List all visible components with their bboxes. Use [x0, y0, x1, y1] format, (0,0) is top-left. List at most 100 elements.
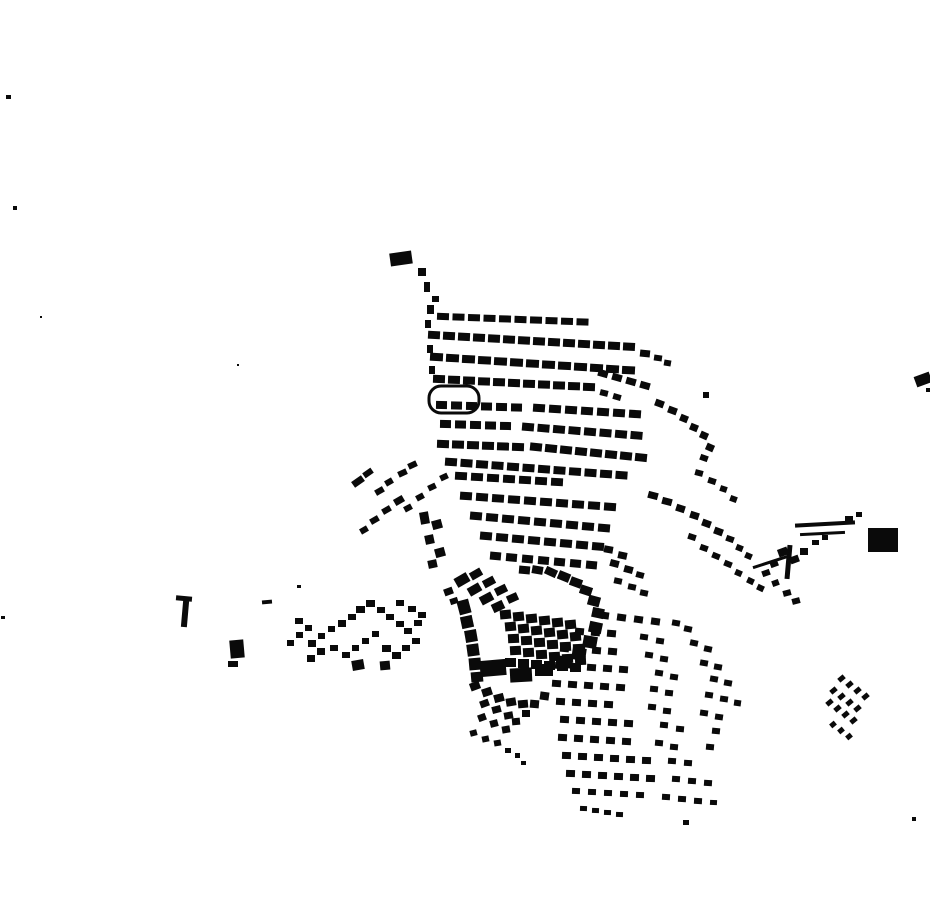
building	[565, 520, 579, 530]
building	[614, 429, 628, 439]
building	[548, 651, 561, 662]
building	[470, 472, 484, 482]
building	[521, 761, 526, 765]
building	[699, 453, 709, 463]
building	[613, 577, 623, 585]
building	[436, 312, 450, 321]
building	[619, 451, 633, 461]
building	[237, 364, 239, 366]
building	[518, 659, 529, 668]
building	[586, 594, 602, 608]
building	[761, 568, 771, 578]
building	[489, 719, 499, 728]
building	[687, 532, 697, 542]
building	[475, 459, 489, 469]
building	[861, 692, 870, 701]
building	[557, 361, 572, 371]
building	[495, 532, 509, 543]
building	[479, 698, 490, 709]
building	[784, 544, 793, 580]
building	[705, 743, 715, 751]
building	[926, 388, 930, 392]
building	[481, 735, 490, 743]
building	[565, 769, 576, 778]
building	[829, 720, 837, 729]
building	[356, 606, 365, 613]
building	[432, 296, 439, 302]
building	[305, 625, 312, 631]
building	[564, 405, 578, 415]
building	[868, 528, 898, 552]
building	[427, 305, 434, 314]
building	[359, 525, 369, 535]
building	[584, 468, 597, 478]
building	[6, 95, 11, 99]
building	[664, 689, 674, 697]
building	[593, 753, 604, 762]
building	[462, 376, 476, 385]
building	[308, 640, 316, 647]
building	[515, 753, 520, 758]
building	[424, 282, 430, 292]
building	[849, 716, 858, 725]
building	[591, 807, 600, 814]
building	[583, 427, 597, 437]
building	[523, 496, 537, 506]
building	[544, 661, 555, 670]
building	[459, 491, 473, 501]
building	[509, 667, 533, 683]
building	[444, 457, 458, 467]
building	[434, 546, 446, 559]
building	[853, 686, 862, 695]
building	[362, 467, 374, 479]
building	[667, 405, 678, 416]
building	[296, 632, 303, 638]
building	[501, 514, 515, 524]
building	[551, 679, 562, 688]
building	[689, 510, 700, 521]
building	[688, 422, 700, 433]
building	[683, 625, 693, 633]
building	[469, 729, 478, 737]
building	[837, 692, 846, 701]
building	[574, 627, 585, 636]
building	[561, 751, 572, 760]
building	[425, 320, 431, 328]
building	[581, 770, 592, 779]
building	[845, 680, 854, 689]
building	[812, 540, 819, 545]
building	[556, 629, 569, 640]
building	[607, 647, 618, 656]
building	[645, 774, 656, 783]
building	[699, 709, 709, 717]
building	[538, 615, 551, 626]
building	[912, 817, 916, 821]
building	[477, 377, 491, 386]
building	[518, 565, 531, 575]
building	[582, 382, 596, 392]
building	[853, 704, 862, 713]
building	[531, 565, 544, 575]
building	[427, 559, 438, 569]
building	[543, 565, 559, 579]
building	[544, 443, 558, 454]
building	[522, 710, 530, 717]
building	[451, 440, 465, 449]
building	[611, 372, 623, 383]
building	[13, 206, 17, 210]
building	[615, 470, 628, 480]
building	[615, 683, 626, 692]
building	[534, 476, 548, 486]
building	[661, 793, 671, 801]
building	[625, 755, 636, 764]
building	[525, 359, 540, 368]
building	[533, 637, 546, 648]
building	[560, 317, 574, 326]
building	[175, 595, 193, 602]
building	[439, 472, 449, 482]
building	[704, 691, 714, 699]
building	[617, 551, 628, 560]
building	[607, 341, 621, 351]
building	[602, 664, 613, 673]
building	[287, 640, 294, 646]
